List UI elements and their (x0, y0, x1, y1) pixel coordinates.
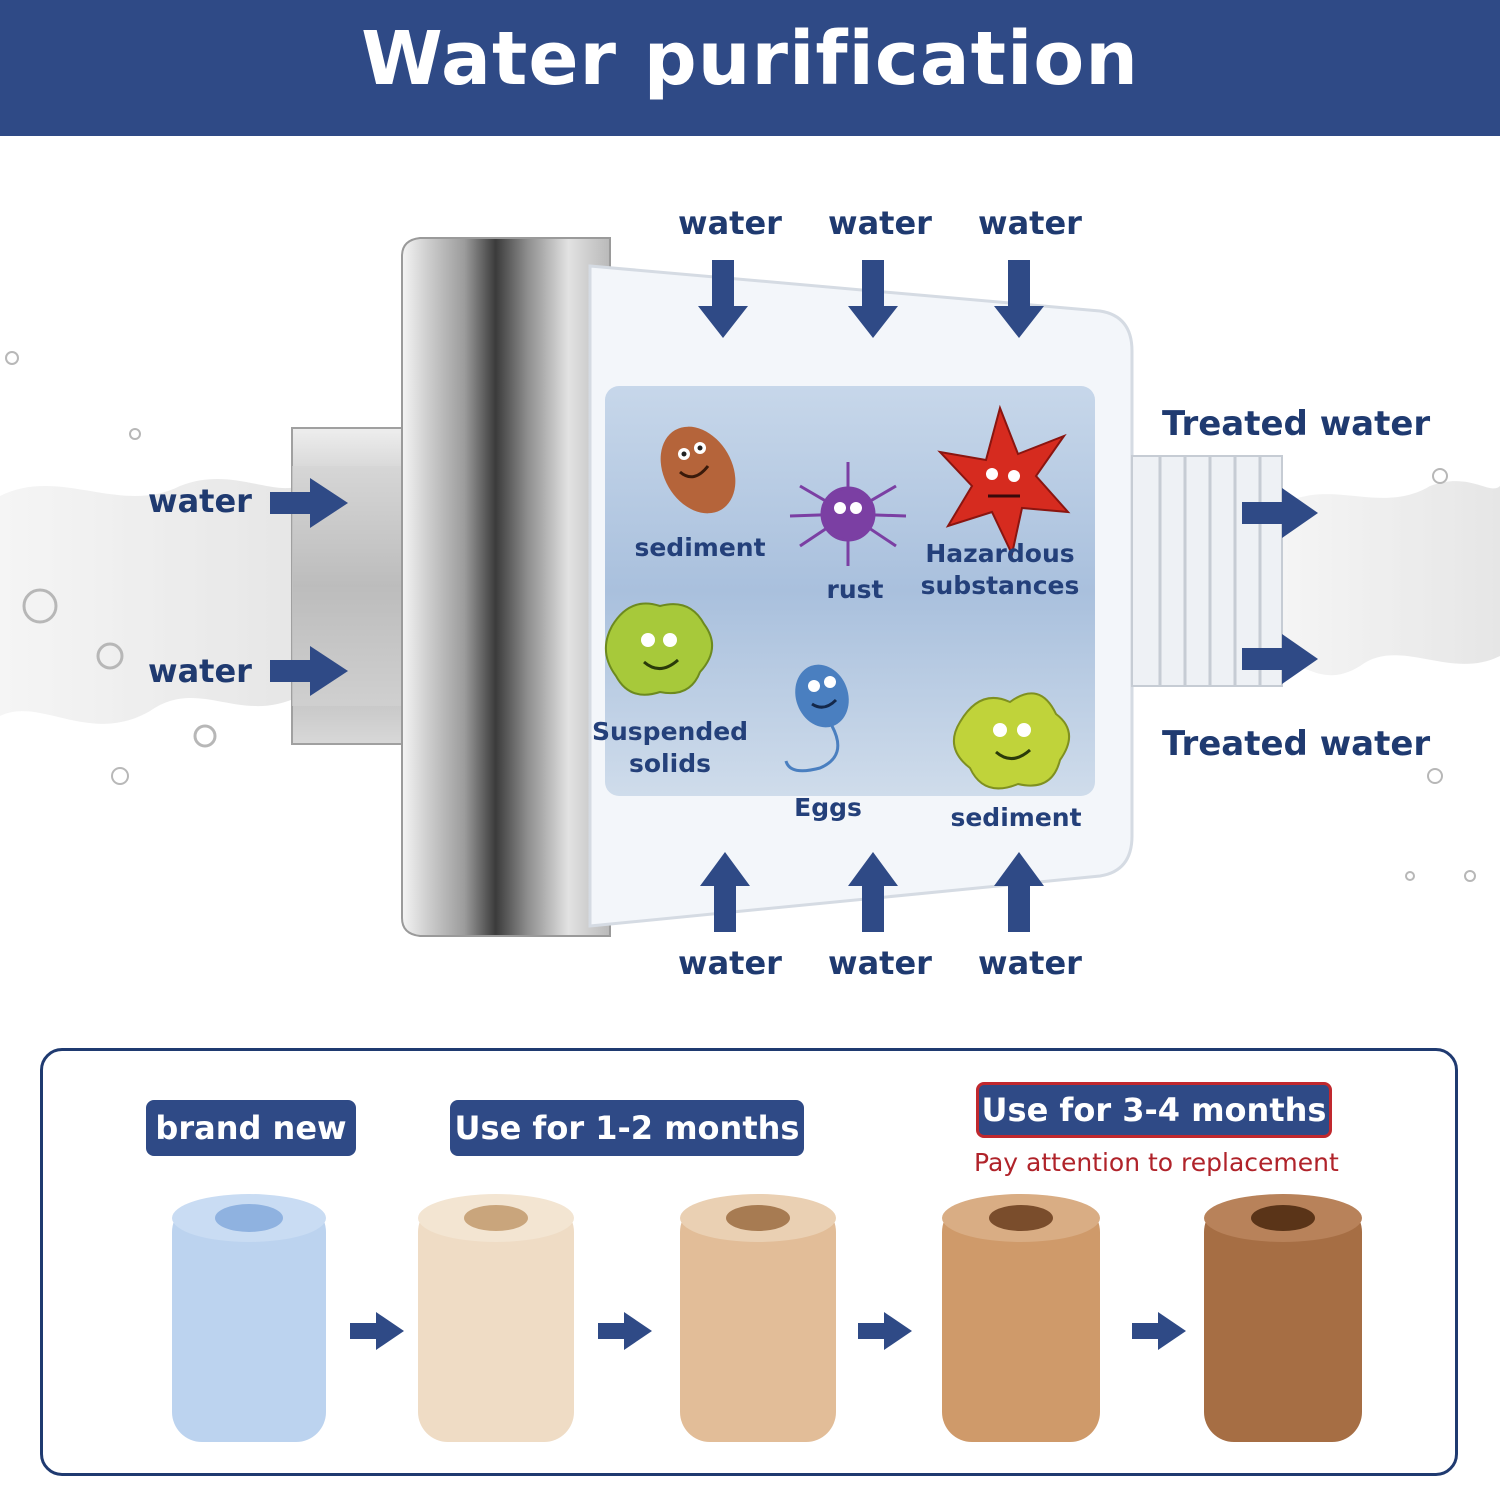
bacteria-brown-icon (660, 426, 736, 514)
cartridge-sequence (172, 1194, 1362, 1442)
treated-water-label: Treated water (1162, 404, 1431, 444)
cartridge-used-1-icon (418, 1194, 574, 1442)
arrow-down-icon (698, 260, 748, 338)
water-label-bottom: water (978, 944, 1082, 982)
arrow-right-icon (1132, 1312, 1186, 1350)
virus-purple-icon (789, 462, 907, 566)
arrow-right-icon (598, 1312, 652, 1350)
contaminant-label: sediment (634, 533, 766, 562)
arrow-right-icon (350, 1312, 404, 1350)
water-label-top: water (978, 204, 1082, 242)
water-label-bottom: water (828, 944, 932, 982)
water-label-bottom: water (678, 944, 782, 982)
water-label-top: water (828, 204, 932, 242)
arrow-right-icon (1242, 488, 1318, 538)
header-banner (0, 0, 1500, 136)
treated-water-label: Treated water (1162, 724, 1431, 764)
cartridge-new-icon (172, 1194, 326, 1442)
contaminant-label: sediment (950, 803, 1082, 832)
splat-green-icon (952, 692, 1070, 790)
cartridge-used-3-icon (942, 1194, 1100, 1442)
filter-cap (401, 237, 611, 937)
arrow-down-icon (848, 260, 898, 338)
stage-badge-3-4-months: Use for 3-4 months (976, 1082, 1332, 1138)
arrow-down-icon (994, 260, 1044, 338)
arrow-up-icon (700, 852, 750, 932)
water-splash-right-icon (1280, 468, 1500, 882)
filter-diagram: water water water water water water wate… (0, 136, 1500, 1040)
germ-green-icon (605, 602, 713, 696)
page-title: Water purification (361, 16, 1139, 102)
arrow-up-icon (994, 852, 1044, 932)
flow-arrows (270, 260, 1318, 932)
contaminant-label: Suspended solids (592, 717, 749, 778)
bacterium-blue-icon (784, 664, 849, 773)
cartridge-used-4-icon (1204, 1194, 1362, 1442)
arrow-right-icon (270, 646, 348, 696)
star-germ-red-icon (937, 404, 1071, 558)
outlet-thread (1131, 455, 1283, 687)
contaminant-label: Eggs (794, 793, 862, 822)
replacement-warning: Pay attention to replacement (974, 1148, 1339, 1177)
cartridge-used-2-icon (680, 1194, 836, 1442)
filter-illustration (0, 237, 1500, 937)
arrow-right-icon (270, 478, 348, 528)
arrow-right-icon (1242, 634, 1318, 684)
stage-badge-new: brand new (146, 1100, 356, 1156)
stage-badge-1-2-months: Use for 1-2 months (450, 1100, 804, 1156)
water-label-top: water (678, 204, 782, 242)
arrow-right-icon (858, 1312, 912, 1350)
water-label-left: water (148, 652, 252, 690)
contaminant-label: rust (826, 575, 884, 604)
arrow-up-icon (848, 852, 898, 932)
contaminant-label: Hazardous substances (920, 539, 1080, 600)
water-splash-left-icon (0, 351, 300, 785)
water-label-left: water (148, 482, 252, 520)
